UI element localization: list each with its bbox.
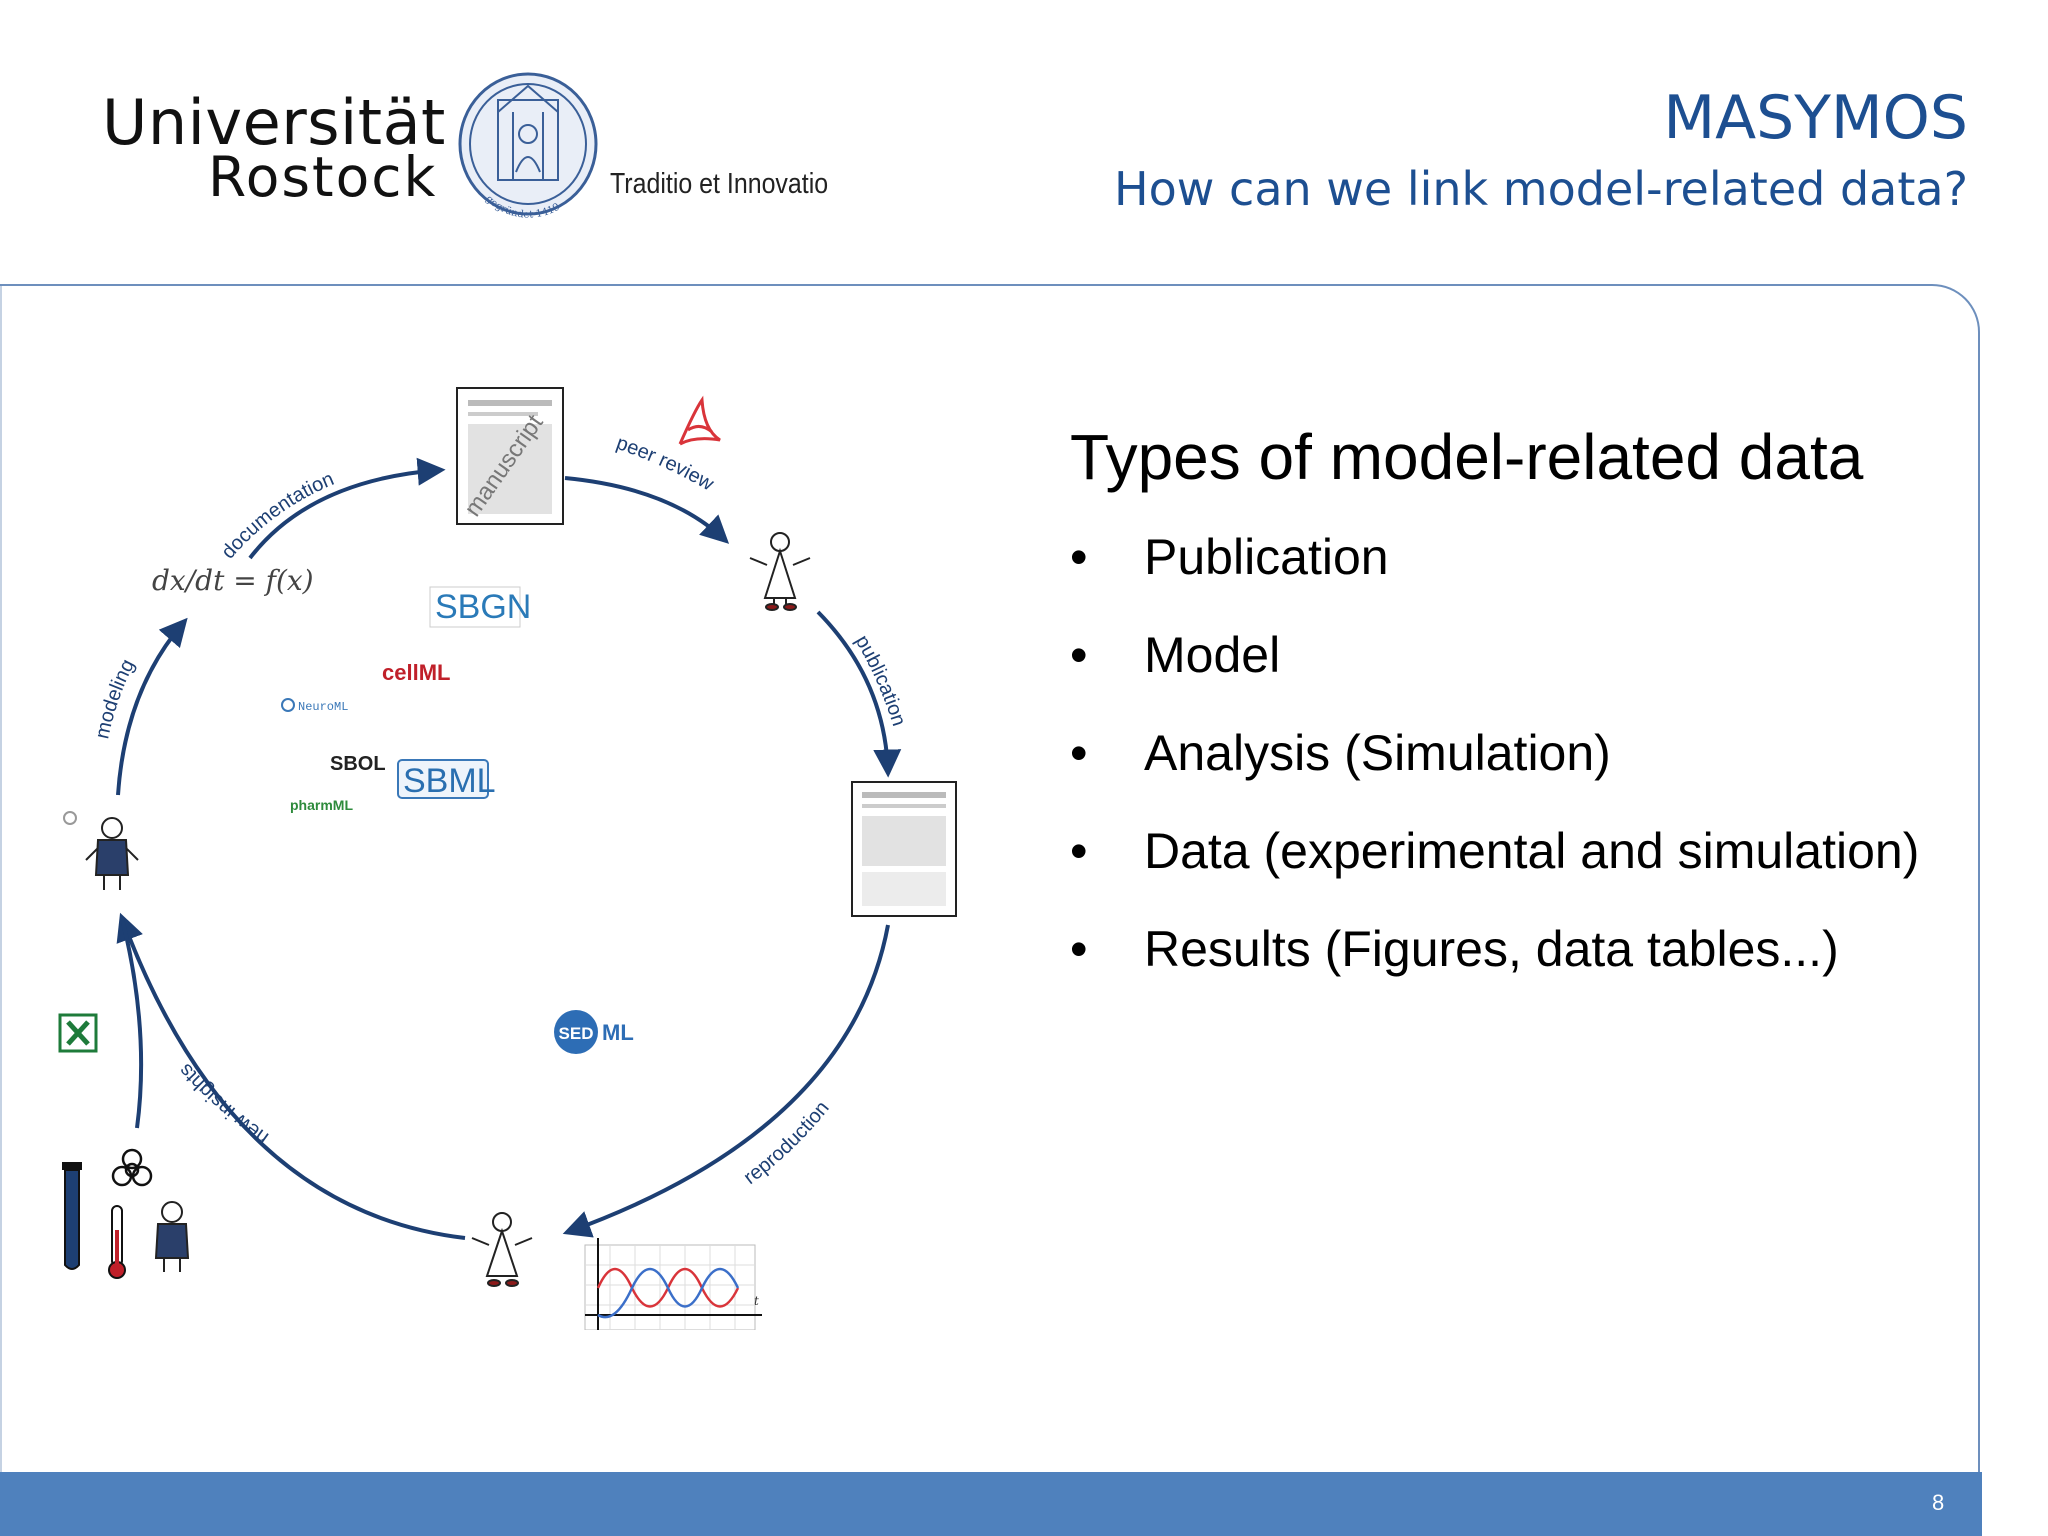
svg-text:documentation: documentation — [217, 468, 337, 563]
experimenter-figure-icon — [154, 1201, 190, 1272]
arrow-reproduction — [562, 924, 890, 1238]
published-paper-icon — [851, 781, 957, 917]
label-reproduction: reproduction — [740, 1097, 834, 1189]
bullet-item: •Results (Figures, data tables...) — [1070, 921, 1839, 977]
svg-text:NeuroML: NeuroML — [298, 700, 348, 714]
footer-bar — [0, 1472, 1982, 1536]
thermometer-icon — [108, 1205, 126, 1279]
pharmml-logo: pharmML — [290, 797, 353, 813]
sbol-logo: SBOL — [330, 753, 386, 775]
cellml-logo: cellML — [382, 660, 450, 685]
reproducer-figure-icon — [471, 1212, 533, 1287]
sbgn-logo: SBGN — [429, 586, 531, 628]
label-new-insights: new insights — [175, 1059, 273, 1149]
university-name-line1: Universität — [102, 86, 446, 159]
svg-text:dx/dt = f(x): dx/dt = f(x) — [152, 564, 314, 597]
simulation-plot-icon: t — [584, 1238, 762, 1330]
svg-text:new insights: new insights — [175, 1059, 273, 1149]
bullet-item: •Model — [1070, 627, 1281, 683]
university-seal-icon: gegründet 1419 — [458, 72, 598, 221]
arrow-new-insights — [116, 912, 466, 1240]
arrow-experiment-input — [120, 917, 144, 1129]
svg-text:peer review: peer review — [613, 432, 717, 496]
svg-text:ML: ML — [602, 1020, 634, 1045]
label-peer-review: peer review — [613, 432, 717, 496]
model-lifecycle-diagram: documentation peer review publication re… — [58, 387, 957, 1330]
svg-text:SBML: SBML — [403, 762, 496, 800]
svg-text:cellML: cellML — [382, 660, 450, 685]
manuscript-document-icon: manuscript — [456, 387, 564, 525]
sbml-logo: SBML — [397, 759, 496, 800]
slide-title: MASYMOS — [1663, 83, 1968, 153]
content-frame — [0, 284, 1980, 1484]
svg-text:reproduction: reproduction — [740, 1097, 834, 1189]
bullet-item: •Data (experimental and simulation) — [1070, 823, 1920, 879]
slide-subtitle: How can we link model-related data? — [1114, 162, 1968, 216]
svg-text:modeling: modeling — [91, 656, 139, 741]
reviewer-figure-icon — [749, 532, 811, 611]
content-frame-left-edge — [0, 284, 2, 1484]
test-tube-icon — [62, 1162, 82, 1270]
biohazard-icon — [111, 1148, 153, 1187]
equation-text: dx/dt = f(x) — [152, 564, 314, 597]
sedml-logo: SED ML — [554, 1010, 634, 1054]
bullet-item: •Publication — [1070, 529, 1389, 585]
bullet-item: •Analysis (Simulation) — [1070, 725, 1611, 781]
neuroml-logo: NeuroML — [281, 698, 348, 714]
plot-axis-label: t — [754, 1294, 759, 1308]
svg-text:SED: SED — [559, 1024, 594, 1043]
svg-text:pharmML: pharmML — [290, 797, 353, 813]
pdf-icon — [678, 395, 721, 446]
page-number: 8 — [1932, 1490, 1945, 1515]
arrow-publication — [816, 610, 902, 778]
svg-text:SBOL: SBOL — [330, 753, 386, 775]
arrow-modeling — [116, 617, 188, 796]
arrow-documentation — [248, 457, 446, 560]
svg-text:SBGN: SBGN — [435, 588, 531, 626]
modeler-figure-icon — [63, 811, 139, 890]
arrow-peer-review — [564, 476, 730, 544]
label-documentation: documentation — [217, 468, 337, 563]
university-name-line2: Rostock — [208, 145, 438, 209]
excel-icon — [58, 1013, 98, 1053]
panel-heading: Types of model-related data — [1070, 421, 1864, 493]
label-modeling: modeling — [91, 656, 139, 741]
university-motto: Traditio et Innovatio — [610, 168, 829, 200]
